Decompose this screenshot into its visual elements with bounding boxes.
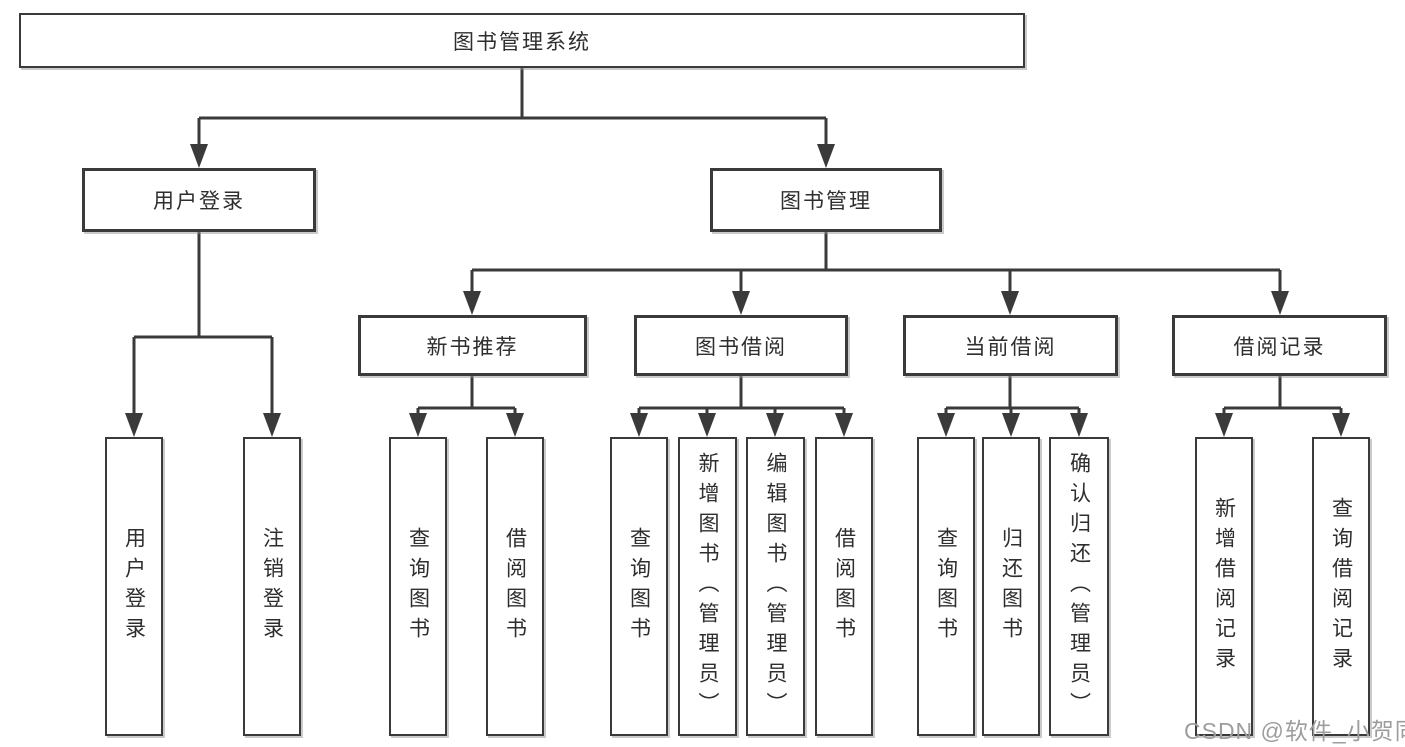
arrowhead xyxy=(1215,413,1233,437)
connector-borrow-record-children xyxy=(1222,376,1343,421)
arrowhead xyxy=(263,413,281,437)
node-book-management: 图书管理 xyxy=(710,168,942,232)
arrowhead xyxy=(1002,413,1020,437)
leaf-confirm-return-admin: 确认归还（管理员） xyxy=(1049,437,1109,736)
arrowhead xyxy=(937,413,955,437)
csdn-watermark: CSDN @软件_小贺同学 xyxy=(1184,718,1405,744)
arrowhead xyxy=(1271,291,1289,315)
leaf-borrow-borrow-books: 借阅图书 xyxy=(815,437,873,736)
arrowhead xyxy=(506,413,524,437)
arrowhead xyxy=(1070,413,1088,437)
node-library-system: 图书管理系统 xyxy=(19,13,1025,68)
leaf-edit-books-admin: 编辑图书（管理员） xyxy=(746,437,805,736)
leaf-return-books: 归还图书 xyxy=(982,437,1040,736)
leaf-user-login: 用户登录 xyxy=(105,437,163,736)
node-book-borrowing: 图书借阅 xyxy=(634,315,848,376)
leaf-query-borrow-record: 查询借阅记录 xyxy=(1312,437,1370,736)
node-current-borrowing: 当前借阅 xyxy=(903,315,1118,376)
node-borrowing-records: 借阅记录 xyxy=(1172,315,1387,376)
leaf-recommend-query-books: 查询图书 xyxy=(389,437,447,736)
arrowhead xyxy=(732,291,750,315)
node-new-book-recommend: 新书推荐 xyxy=(358,315,587,376)
connector-book-management-children xyxy=(470,232,1282,297)
arrowhead xyxy=(125,413,143,437)
arrowhead xyxy=(835,413,853,437)
leaf-add-borrow-record: 新增借阅记录 xyxy=(1195,437,1253,736)
connector-root-to-level2 xyxy=(197,68,828,150)
arrowhead xyxy=(817,144,835,168)
arrowhead xyxy=(1332,413,1350,437)
leaf-add-books-admin: 新增图书（管理员） xyxy=(678,437,737,736)
arrowhead xyxy=(698,413,716,437)
connector-user-login-children xyxy=(132,232,274,421)
leaf-recommend-borrow-books: 借阅图书 xyxy=(486,437,544,736)
arrowhead xyxy=(190,144,208,168)
connector-new-book-children xyxy=(416,376,517,421)
arrowhead xyxy=(630,413,648,437)
arrowhead xyxy=(463,291,481,315)
arrowhead xyxy=(766,413,784,437)
connector-book-borrow-children xyxy=(637,376,846,421)
leaf-logout: 注销登录 xyxy=(243,437,301,736)
arrowhead xyxy=(409,413,427,437)
node-user-login: 用户登录 xyxy=(82,168,316,232)
leaf-borrow-query-books: 查询图书 xyxy=(610,437,668,736)
arrowhead xyxy=(1001,291,1019,315)
leaf-current-query-books: 查询图书 xyxy=(917,437,975,736)
